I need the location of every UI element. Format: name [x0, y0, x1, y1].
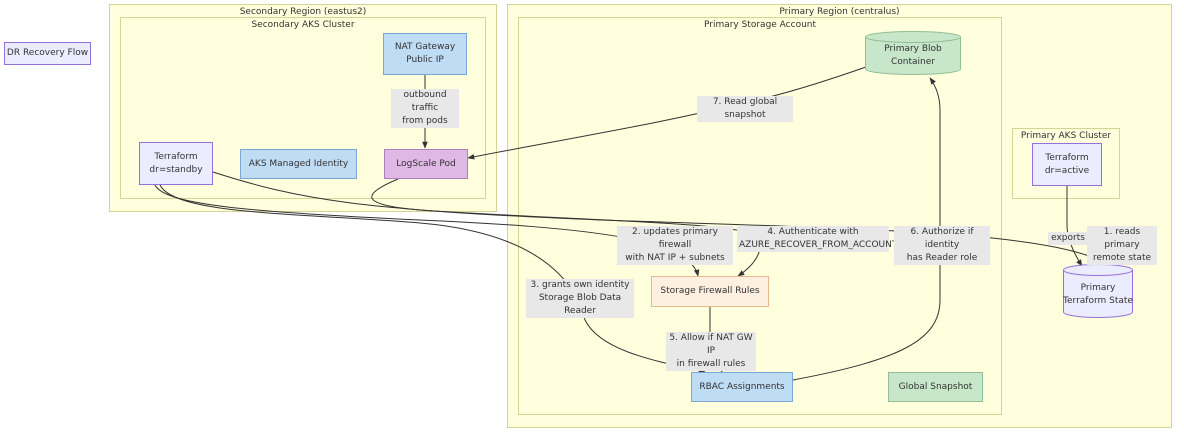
aks-managed-identity-node: AKS Managed Identity	[240, 149, 357, 179]
label-exports: exports	[1048, 232, 1088, 245]
primary-terraform-state-node: Primary Terraform State	[1063, 264, 1133, 318]
label-read-global-snapshot: 7. Read global snapshot	[697, 96, 793, 122]
edge-rbac-to-blob	[792, 77, 941, 381]
cluster-title-primary-aks: Primary AKS Cluster	[1020, 131, 1112, 141]
edge-active-to-tfstate	[1066, 186, 1083, 267]
cylinder-shape	[1063, 264, 1133, 318]
cluster-primary-storage: Primary Storage Account	[518, 17, 1002, 415]
primary-blob-container-node: Primary Blob Container	[865, 31, 961, 75]
terraform-active-node: Terraform dr=active	[1032, 143, 1102, 186]
cluster-title-secondary-region: Secondary Region (eastus2)	[239, 7, 367, 17]
edge-standby-to-rbac	[159, 184, 706, 374]
label-updates-firewall: 2. updates primary firewall with NAT IP …	[617, 226, 733, 265]
rbac-assignments-node: RBAC Assignments	[691, 372, 793, 402]
cluster-title-secondary-aks: Secondary AKS Cluster	[251, 20, 355, 30]
dr-recovery-flow-node: DR Recovery Flow	[4, 42, 91, 65]
logscale-pod-node: LogScale Pod	[384, 149, 468, 179]
cylinder-shape	[865, 31, 961, 75]
label-authorize: 6. Authorize if identity has Reader role	[894, 226, 990, 265]
label-authenticate: 4. Authenticate with AZURE_RECOVER_FROM_…	[737, 226, 915, 252]
label-reads-primary-state: 1. reads primary remote state	[1087, 226, 1157, 265]
edge-blob-to-logscale	[467, 66, 867, 160]
label-outbound-traffic: outbound traffic from pods	[391, 89, 459, 128]
terraform-standby-node: Terraform dr=standby	[139, 142, 213, 185]
cluster-title-primary-storage: Primary Storage Account	[703, 20, 817, 30]
primary-terraform-state-label: Primary Terraform State	[1063, 283, 1133, 306]
storage-firewall-rules-node: Storage Firewall Rules	[651, 276, 769, 307]
label-allow-nat: 5. Allow if NAT GW IP in firewall rules	[666, 332, 756, 371]
label-grants-identity: 3. grants own identity Storage Blob Data…	[526, 279, 634, 318]
cluster-title-primary-region: Primary Region (centralus)	[779, 7, 900, 17]
primary-blob-container-label: Primary Blob Container	[884, 44, 942, 67]
global-snapshot-node: Global Snapshot	[888, 372, 983, 402]
nat-gateway-node: NAT Gateway Public IP	[383, 33, 467, 75]
